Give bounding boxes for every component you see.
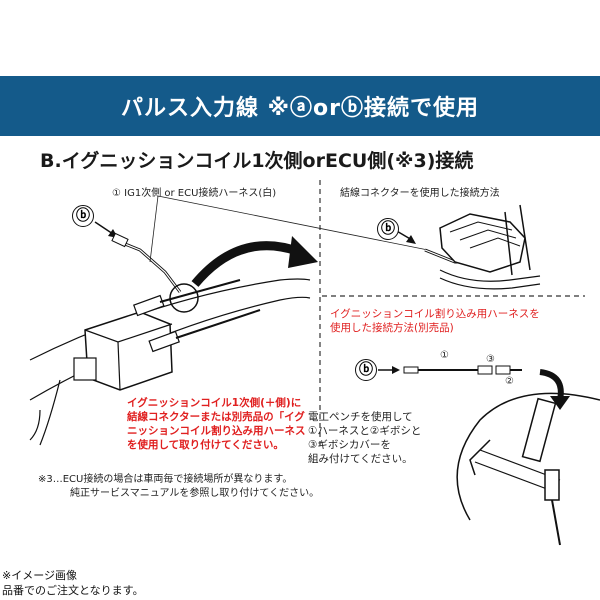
- b-marker-left: ⓑ: [72, 205, 94, 227]
- red-note-line-3: ニッションコイル割り込み用ハーネス: [127, 425, 306, 437]
- pliers-line-4: 組み付けてください。: [308, 453, 413, 465]
- red-note-line-1: イグニッションコイル1次側(＋側)に: [127, 397, 302, 409]
- pliers-line-2: ①ハーネスと②ギボシと: [308, 425, 422, 437]
- pliers-line-1: 電工ペンチを使用して: [308, 411, 413, 423]
- b-arrow: [94, 221, 114, 235]
- bottom-notice: ※イメージ画像 品番でのご注文となります。: [2, 568, 144, 598]
- connection-highlight-circle: [169, 283, 199, 313]
- small-curved-arrow: [539, 369, 564, 401]
- ignition-coil-body: [84, 311, 173, 391]
- harness-wire: [119, 240, 182, 293]
- red-method-label: イグニッションコイル割り込み用ハーネスを 使用した接続方法(別売品): [330, 307, 540, 335]
- pliers-line-3: ③ギボシカバーを: [308, 439, 391, 451]
- splice-method-label: 結線コネクターを使用した接続方法: [340, 188, 500, 199]
- pliers-note: 電工ペンチを使用して ①ハーネスと②ギボシと ③ギボシカバーを 組み付けてくださ…: [308, 410, 421, 466]
- header-banner: パルス入力線 ※ⓐorⓑ接続で使用: [0, 76, 600, 136]
- big-curved-arrow: [191, 241, 302, 287]
- harness-label: ① IG1次側 or ECU接続ハーネス(白): [112, 188, 277, 199]
- harness-terminal: [111, 232, 129, 248]
- num-3-label: ③: [486, 354, 495, 365]
- bottom-line-1: ※イメージ画像: [2, 569, 77, 582]
- b-marker-top-right: ⓑ: [377, 218, 399, 240]
- num-1-label: ①: [440, 350, 449, 361]
- footnote-line-1: ※3…ECU接続の場合は車両毎で接続場所が異なります。: [38, 474, 293, 485]
- footnote: ※3…ECU接続の場合は車両毎で接続場所が異なります。 純正サービスマニュアルを…: [38, 473, 319, 501]
- coil-connector-upper: [133, 294, 165, 317]
- red-install-note: イグニッションコイル1次側(＋側)に 結線コネクターまたは別売品の「イグ ニッシ…: [127, 396, 306, 452]
- red-method-line-2: 使用した接続方法(別売品): [330, 322, 454, 334]
- b-marker-mid-right: ⓑ: [355, 359, 377, 381]
- red-method-line-1: イグニッションコイル割り込み用ハーネスを: [330, 308, 540, 320]
- magnified-view-circle: [456, 392, 600, 521]
- red-note-line-2: 結線コネクターまたは別売品の「イグ: [127, 411, 305, 423]
- section-title: B.イグニッションコイル1次側orECU側(※3)接続: [40, 150, 474, 172]
- footnote-line-2: 純正サービスマニュアルを参照し取り付けてください。: [70, 488, 320, 499]
- bottom-line-2: 品番でのご注文となります。: [2, 584, 144, 597]
- num-2-label: ②: [505, 376, 514, 387]
- header-title: パルス入力線 ※ⓐorⓑ接続で使用: [120, 96, 479, 121]
- red-note-line-4: を使用して取り付けてください。: [127, 439, 284, 451]
